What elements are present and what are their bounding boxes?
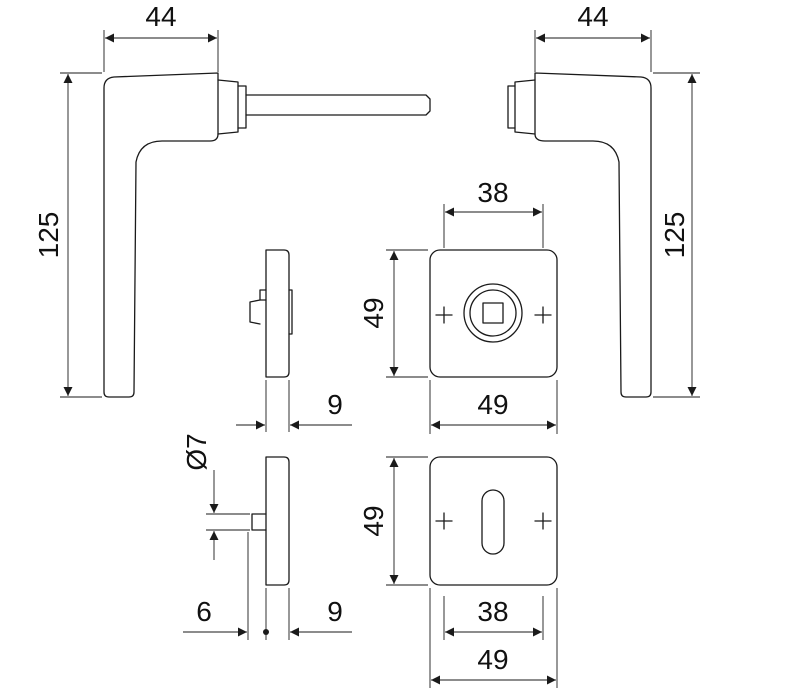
right-handle: 44 125 <box>507 1 700 398</box>
left-handle-height-label: 125 <box>33 212 64 259</box>
rosette-top-hole-spacing-label: 38 <box>477 177 508 208</box>
escutcheon-front-view: 49 38 49 <box>358 456 558 688</box>
pin-length-label: 6 <box>196 596 212 627</box>
key-slot <box>481 489 505 555</box>
rosette-side-thickness-label: 9 <box>327 389 343 420</box>
right-handle-width-label: 44 <box>577 1 608 32</box>
escutcheon-hole-spacing-label: 38 <box>477 596 508 627</box>
rosette-top-width-label: 49 <box>477 389 508 420</box>
escutcheon-height-label: 49 <box>358 505 389 536</box>
rosette-side-view-top: 9 <box>236 249 352 432</box>
escutcheon-width-label: 49 <box>477 644 508 675</box>
pin-diameter-label: Ø7 <box>181 433 212 470</box>
rosette-front-view-top: 38 49 49 <box>358 177 558 434</box>
right-handle-height-label: 125 <box>659 212 690 259</box>
left-handle-width-label: 44 <box>145 1 176 32</box>
rosette-top-height-label: 49 <box>358 297 389 328</box>
left-handle: 44 125 <box>33 1 431 398</box>
rosette-bottom-thickness-label: 9 <box>327 596 343 627</box>
rosette-side-view-bottom: Ø7 6 9 <box>181 433 352 640</box>
